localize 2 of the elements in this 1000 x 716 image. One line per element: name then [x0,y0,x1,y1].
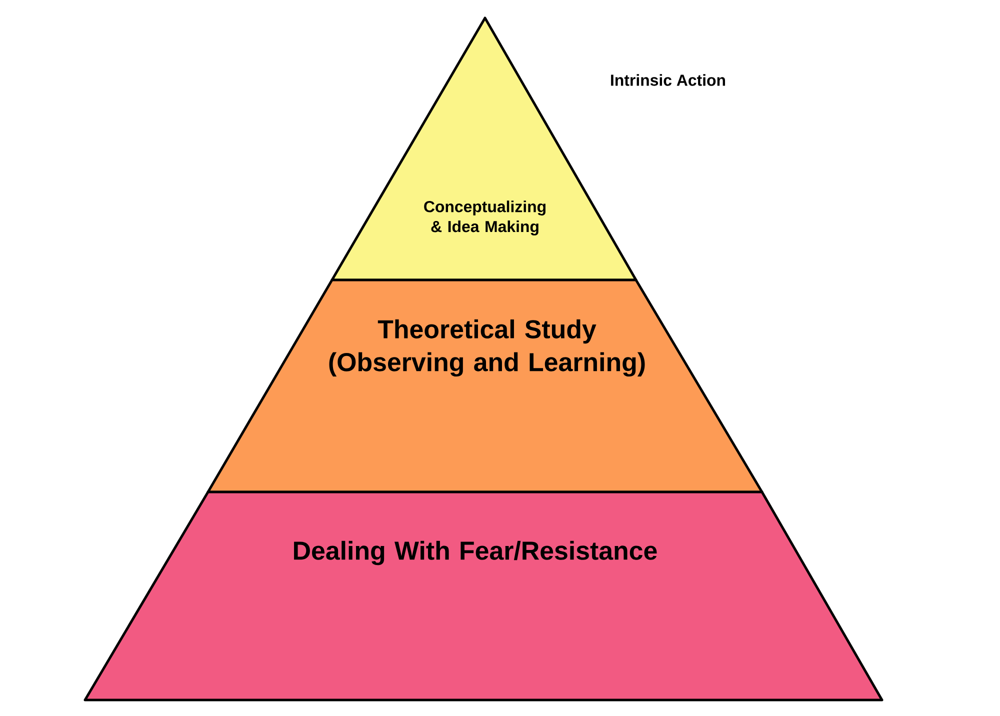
pyramid-tier: Dealing With Fear/Resistance [84,490,884,702]
pyramid-tier: Theoretical Study (Observing and Learning) [206,278,764,494]
